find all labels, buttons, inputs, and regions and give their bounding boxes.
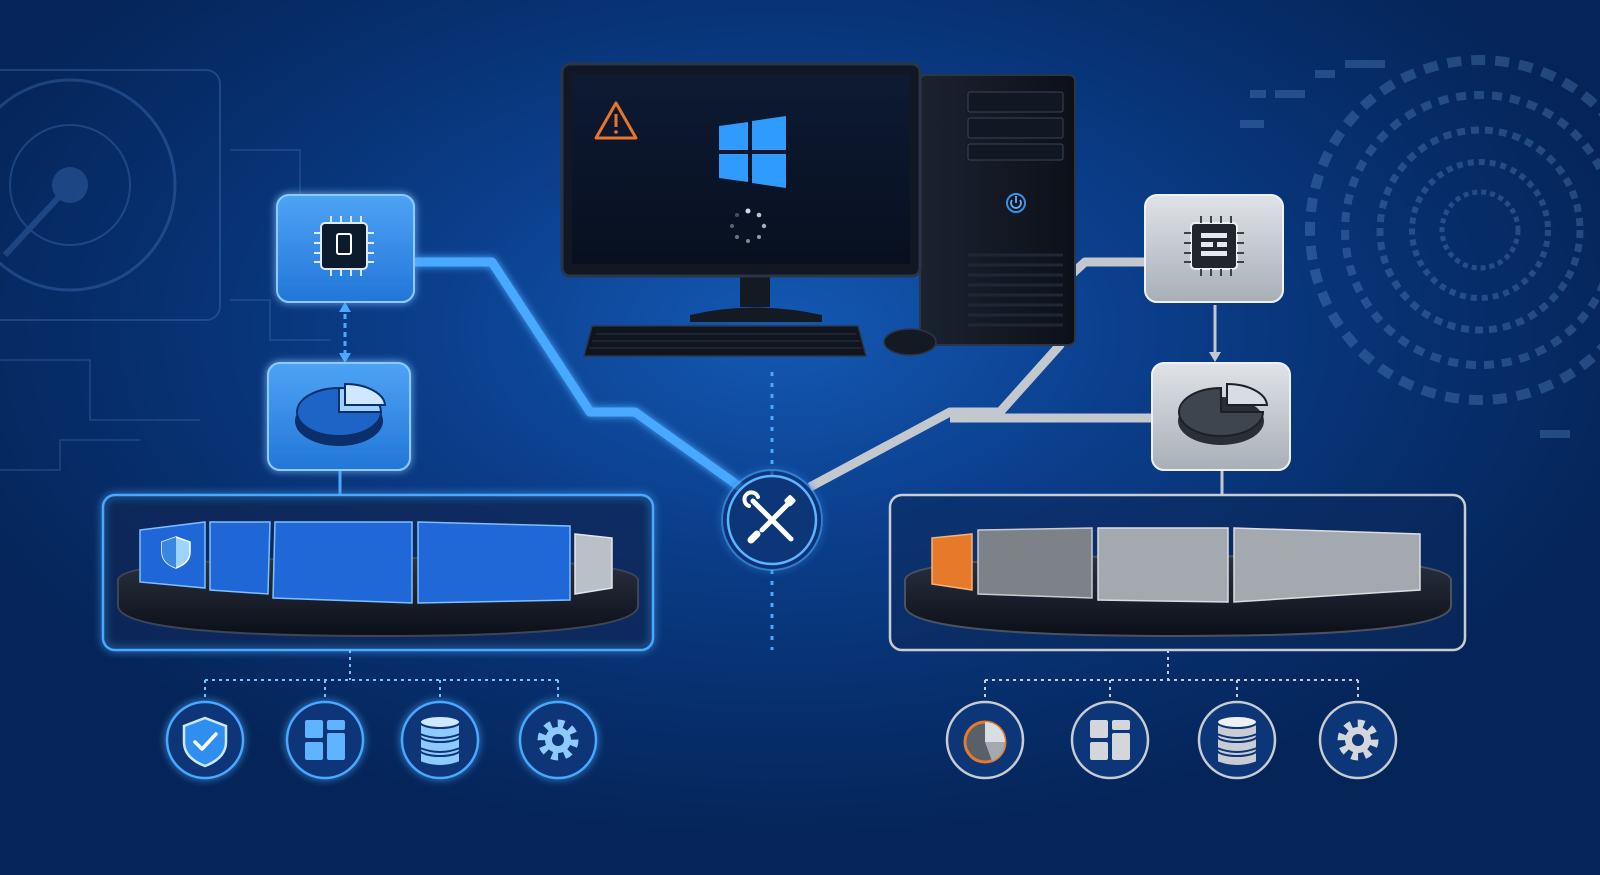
right-bottom-database-button[interactable] (1197, 700, 1277, 780)
hub-tools-node[interactable] (721, 469, 823, 571)
left-bottom-database-button[interactable] (400, 700, 480, 780)
computer-tower (919, 74, 1076, 346)
warning-triangle-icon (594, 101, 638, 140)
left-pie-tile[interactable] (267, 362, 411, 471)
left-bottom-grid-button[interactable] (285, 700, 365, 780)
database-icon (419, 715, 461, 767)
pie-chart-icon (295, 382, 387, 446)
left-disk-panel (101, 493, 655, 652)
layout-grid-icon (1090, 720, 1130, 760)
pie-chart-icon (963, 720, 1007, 764)
left-partition-2 (209, 521, 271, 595)
tools-wrench-screwdriver-icon (742, 490, 796, 544)
left-bottom-shield-button[interactable] (165, 700, 245, 780)
chip-icon (314, 216, 374, 276)
right-partition-3 (1097, 527, 1229, 603)
left-chip-tile[interactable] (276, 194, 415, 303)
database-icon (1216, 715, 1258, 767)
right-partition-bar (931, 527, 1421, 603)
right-partition-1 (931, 533, 973, 591)
blue-connector-chip-to-hub (415, 257, 743, 491)
gear-icon (537, 719, 579, 761)
right-partition-2 (977, 527, 1093, 599)
pie-chart-icon (1178, 382, 1269, 445)
right-bottom-pie-button[interactable] (945, 700, 1025, 780)
right-bottom-gear-button[interactable] (1318, 700, 1398, 780)
right-bottom-grid-button[interactable] (1070, 700, 1150, 780)
chip-icon (1184, 216, 1244, 276)
right-partition-4 (1233, 527, 1421, 603)
left-partition-3 (272, 521, 413, 604)
computer-monitor (560, 62, 922, 322)
right-disk-panel (888, 493, 1467, 652)
shield-check-icon (182, 716, 228, 768)
left-bottom-gear-button[interactable] (518, 700, 598, 780)
keyboard (583, 325, 867, 357)
mouse (883, 328, 937, 356)
shield-icon (161, 536, 191, 569)
background-hard-drive-decor (0, 69, 360, 471)
windows-logo-icon (719, 116, 786, 188)
gear-icon (1337, 719, 1379, 761)
layout-grid-icon (305, 720, 345, 760)
right-icon-tree (984, 650, 1359, 705)
right-chip-tile[interactable] (1144, 194, 1284, 303)
right-pie-tile[interactable] (1151, 362, 1291, 471)
background-radar-decor (1240, 55, 1600, 438)
left-icon-tree (204, 650, 559, 705)
left-partition-5 (574, 533, 613, 595)
loading-spinner-icon (730, 208, 767, 243)
power-icon[interactable] (1006, 193, 1026, 213)
left-partition-4 (417, 521, 571, 604)
